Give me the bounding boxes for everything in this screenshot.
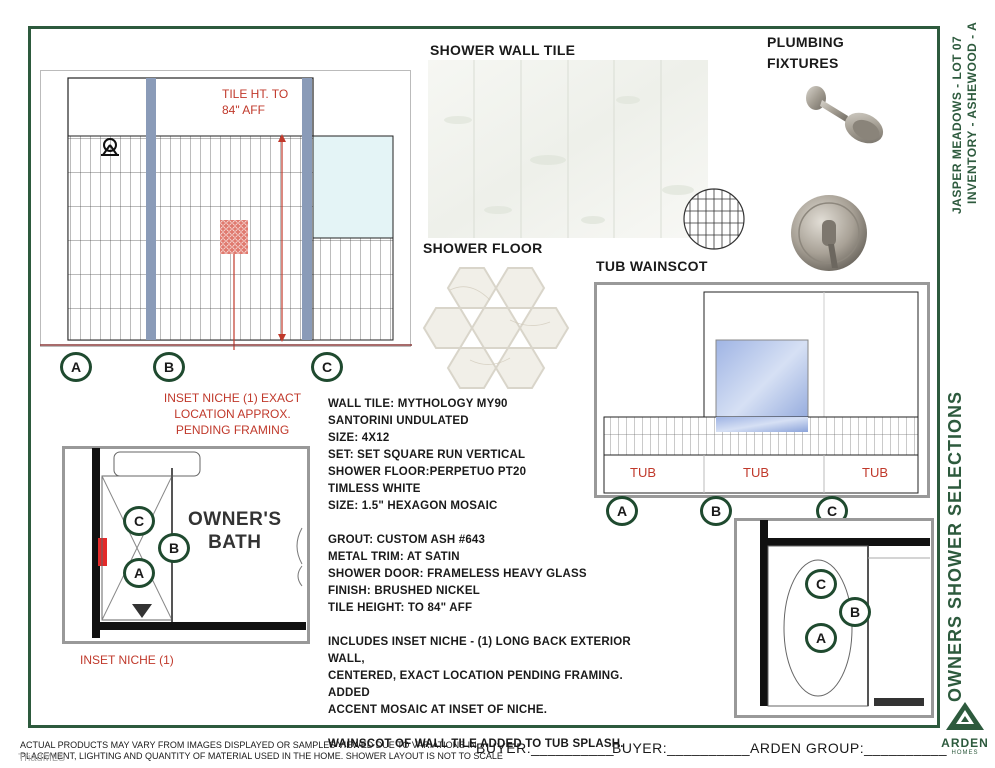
wall-tile-grid-detail (682, 187, 746, 251)
plan-right-marker-b: B (839, 597, 871, 627)
mountain-logo-icon (946, 702, 984, 730)
plan-right-marker-c: C (805, 569, 837, 599)
buyer-signature-2: BUYER:__________ (612, 740, 750, 756)
elevation-marker-b: B (153, 352, 185, 382)
spec-line: WAINSCOT OF WALL TILE ADDED TO TUB SPLAS… (328, 738, 624, 750)
spec-line: WALL TILE: MYTHOLOGY MY90 (328, 398, 508, 410)
spec-list: WALL TILE: MYTHOLOGY MY90 SANTORINI UNDU… (328, 396, 648, 753)
logo-sub: HOMES (951, 750, 979, 756)
project-inventory: INVENTORY - ASHEWOOD - A (965, 21, 979, 204)
tub-label-2: TUB (743, 465, 769, 480)
spec-line (328, 617, 648, 634)
buyer-signature-1: BUYER:__________ (476, 740, 614, 756)
floor-hex-swatch (420, 260, 580, 390)
side-title-block: JASPER MEADOWS - LOT 07 INVENTORY - ASHE… (942, 22, 992, 728)
tub-marker-b: B (700, 496, 732, 526)
plumbing-title: PLUMBING FIXTURES (767, 34, 845, 71)
arden-logo: ARDEN HOMES (936, 700, 994, 762)
project-name: JASPER MEADOWS - LOT 07 (950, 35, 964, 214)
wall-tile-title: SHOWER WALL TILE (430, 42, 576, 58)
spec-line: SHOWER FLOOR:PERPETUO PT20 (328, 466, 527, 478)
plan-left-marker-a: A (123, 558, 155, 588)
room-label: OWNER'S BATH (188, 509, 282, 553)
spec-line: SHOWER DOOR: FRAMELESS HEAVY GLASS (328, 568, 587, 580)
watermark: TriadMLS (18, 752, 66, 764)
shower-elevation-drawing (40, 70, 412, 390)
logo-name: ARDEN (941, 736, 989, 750)
tile-height-note: TILE HT. TO 84" AFF (222, 87, 289, 117)
spec-line: SIZE: 1.5" HEXAGON MOSAIC (328, 500, 498, 512)
spec-line (328, 515, 648, 532)
spec-line: ACCENT MOSAIC AT INSET OF NICHE. (328, 704, 548, 716)
plan-left-marker-c: C (123, 506, 155, 536)
disclaimer: ACTUAL PRODUCTS MAY VARY FROM IMAGES DIS… (20, 740, 503, 761)
plan-left-marker-b: B (158, 533, 190, 563)
spec-line (328, 719, 648, 736)
tub-label-1: TUB (630, 465, 656, 480)
wainscot-title: TUB WAINSCOT (596, 258, 708, 274)
spec-line: CENTERED, EXACT LOCATION PENDING FRAMING… (328, 670, 623, 699)
tub-elevation (594, 282, 930, 498)
spec-line: GROUT: CUSTOM ASH #643 (328, 534, 486, 546)
floor-title: SHOWER FLOOR (423, 240, 543, 256)
niche-note: INSET NICHE (1) EXACT LOCATION APPROX. P… (163, 391, 302, 437)
sheet-border (28, 26, 940, 728)
shower-head-icon (802, 82, 892, 150)
sheet-title: OWNERS SHOWER SELECTIONS (945, 390, 965, 702)
tub-marker-a: A (606, 496, 638, 526)
plan-right (734, 518, 934, 718)
plan-right-marker-a: A (805, 623, 837, 653)
tub-label-3: TUB (862, 465, 888, 480)
spec-line: INCLUDES INSET NICHE - (1) LONG BACK EXT… (328, 636, 631, 665)
spec-line: TIMLESS WHITE (328, 483, 421, 495)
valve-trim-icon (788, 192, 870, 274)
spec-line: SANTORINI UNDULATED (328, 415, 469, 427)
spec-line: SIZE: 4X12 (328, 432, 390, 444)
elevation-marker-a: A (60, 352, 92, 382)
elevation-marker-c: C (311, 352, 343, 382)
spec-line: METAL TRIM: AT SATIN (328, 551, 460, 563)
plan-niche-label: INSET NICHE (1) (80, 653, 174, 667)
arden-signature: ARDEN GROUP:__________ (750, 740, 947, 756)
wall-tile-swatch (428, 60, 708, 238)
shower-elevation (40, 70, 412, 390)
spec-line: SET: SET SQUARE RUN VERTICAL (328, 449, 526, 461)
spec-line: TILE HEIGHT: TO 84" AFF (328, 602, 473, 614)
spec-line: FINISH: BRUSHED NICKEL (328, 585, 480, 597)
